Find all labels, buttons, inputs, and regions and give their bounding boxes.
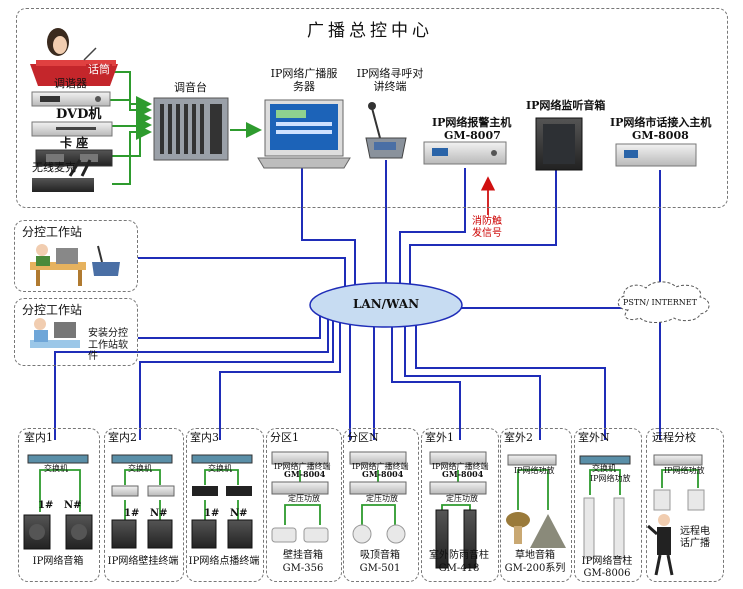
z8-amp: IP网络功放 bbox=[590, 474, 631, 483]
remote-person bbox=[647, 514, 674, 576]
zone-title-3: 室内3 bbox=[190, 431, 219, 444]
monitor-speaker-device bbox=[535, 117, 583, 171]
zone-title-5: 分区N bbox=[347, 431, 379, 444]
zone-box-1 bbox=[18, 428, 100, 582]
z4-term: IP网络广播终端 bbox=[274, 462, 331, 471]
z6-bottom: 室外防雨音柱 bbox=[429, 550, 489, 561]
alarm-model-label: GM-8007 bbox=[444, 129, 501, 142]
zone-title-9: 远程分校 bbox=[652, 431, 696, 444]
phone-host-label: IP网络市话接入主机 bbox=[610, 116, 712, 129]
z9-bottom: 远程电话广播 bbox=[680, 526, 710, 549]
server-label: IP网络广播服务器 bbox=[270, 67, 338, 93]
alarm-host-device bbox=[423, 141, 507, 165]
z3-t2: N# bbox=[230, 508, 248, 519]
phone-host-device bbox=[615, 143, 697, 167]
zone-box-8 bbox=[574, 428, 642, 582]
z2-t2: N# bbox=[150, 508, 168, 519]
paging-device bbox=[365, 102, 407, 159]
z4-bottom: 壁挂音箱 bbox=[283, 550, 323, 561]
control-center-box bbox=[16, 8, 728, 208]
station1-box bbox=[14, 220, 138, 292]
zone-title-7: 室外2 bbox=[504, 431, 533, 444]
station2-title: 分控工作站 bbox=[22, 303, 83, 317]
phone-model-label: GM-8008 bbox=[632, 129, 689, 142]
z4-term-model: GM-8004 bbox=[284, 469, 326, 479]
tuner-label: 调谐器 bbox=[54, 77, 87, 90]
dvd-device bbox=[31, 121, 113, 137]
fire-signal-label: 消防触发信号 bbox=[472, 216, 502, 239]
z4-amp: 定压功放 bbox=[288, 494, 320, 503]
pstn-label: PSTN/ INTERNET bbox=[623, 298, 697, 307]
switch-label-2: 交换机 bbox=[128, 464, 152, 473]
z1-bottom: IP网络音箱 bbox=[32, 556, 84, 567]
pstn-cloud bbox=[617, 281, 710, 323]
station2-box bbox=[14, 298, 138, 366]
switch-label-8: 交换机 bbox=[592, 464, 616, 473]
z5-bottom: 吸顶音箱 bbox=[360, 550, 400, 561]
lawn-speakers bbox=[506, 512, 566, 548]
tuner-device bbox=[31, 91, 111, 107]
z6-term: IP网络广播终端 bbox=[432, 462, 489, 471]
station2-note: 安装分控工作站软件 bbox=[88, 328, 128, 362]
zone-box-4 bbox=[266, 428, 342, 582]
zone-title-1: 室内1 bbox=[24, 431, 53, 444]
z9-amp: IP网络功放 bbox=[664, 466, 705, 475]
cassette-label: 卡 座 bbox=[60, 136, 89, 150]
station2-figure bbox=[30, 318, 80, 348]
switch-label-1: 交换机 bbox=[44, 464, 68, 473]
zone-box-7 bbox=[500, 428, 572, 582]
z3-bottom: IP网络点播终端 bbox=[188, 556, 260, 567]
z2-bottom: IP网络壁挂终端 bbox=[107, 556, 179, 567]
z5-amp: 定压功放 bbox=[366, 494, 398, 503]
z5-term: IP网络广播终端 bbox=[352, 462, 409, 471]
zone-title-6: 室外1 bbox=[425, 431, 454, 444]
zone-title-4: 分区1 bbox=[270, 431, 299, 444]
paging-label: IP网络寻呼对讲终端 bbox=[356, 67, 424, 93]
z6-term-model: GM-8004 bbox=[442, 469, 484, 479]
z6-model: GM-418 bbox=[438, 563, 480, 574]
zone-box-6 bbox=[421, 428, 499, 582]
lan-label: LAN/WAN bbox=[352, 297, 420, 311]
zone-box-9 bbox=[646, 428, 724, 582]
station1-title: 分控工作站 bbox=[22, 225, 83, 239]
switch-zone3 bbox=[191, 454, 253, 464]
z1-t2: N# bbox=[64, 500, 82, 511]
zone-box-3 bbox=[186, 428, 264, 582]
wireless-mic-label: 无线麦克 bbox=[32, 161, 76, 174]
z5-model: GM-501 bbox=[359, 563, 401, 574]
z2-t1: 1# bbox=[124, 508, 140, 519]
zone-title-8: 室外N bbox=[578, 431, 610, 444]
z7-bottom: 草地音箱 bbox=[515, 550, 555, 561]
zone-box-2 bbox=[104, 428, 184, 582]
z8-model: GM-8006 bbox=[583, 568, 631, 579]
server-device bbox=[257, 99, 351, 169]
mic-label: 话筒 bbox=[86, 63, 112, 77]
z4-model: GM-356 bbox=[282, 563, 324, 574]
switch-zone2 bbox=[111, 454, 173, 464]
z7-amp: IP网络功放 bbox=[514, 466, 555, 475]
z5-term-model: GM-8004 bbox=[362, 469, 404, 479]
wireless-mic-device bbox=[32, 159, 94, 192]
switch-zone1 bbox=[27, 454, 89, 464]
center-title: 广播总控中心 bbox=[307, 21, 433, 41]
z8-bottom: IP网络音柱 bbox=[581, 556, 633, 567]
lan-cloud bbox=[309, 282, 463, 328]
zone-box-5 bbox=[343, 428, 419, 582]
z3-t1: 1# bbox=[204, 508, 220, 519]
switch-zone8 bbox=[579, 455, 631, 465]
zone-title-2: 室内2 bbox=[108, 431, 137, 444]
dvd-label: DVD机 bbox=[56, 107, 102, 122]
z1-t1: 1# bbox=[38, 500, 54, 511]
mixer-label: 调音台 bbox=[174, 81, 207, 94]
alarm-host-label: IP网络报警主机 bbox=[432, 116, 512, 129]
z7-model: GM-200系列 bbox=[504, 563, 566, 574]
monitor-label: IP网络监听音箱 bbox=[526, 99, 606, 112]
switch-label-3: 交换机 bbox=[208, 464, 232, 473]
station1-figure bbox=[30, 244, 120, 286]
cassette-device bbox=[35, 149, 113, 167]
z6-amp: 定压功放 bbox=[446, 494, 478, 503]
mixer-device bbox=[153, 97, 229, 161]
